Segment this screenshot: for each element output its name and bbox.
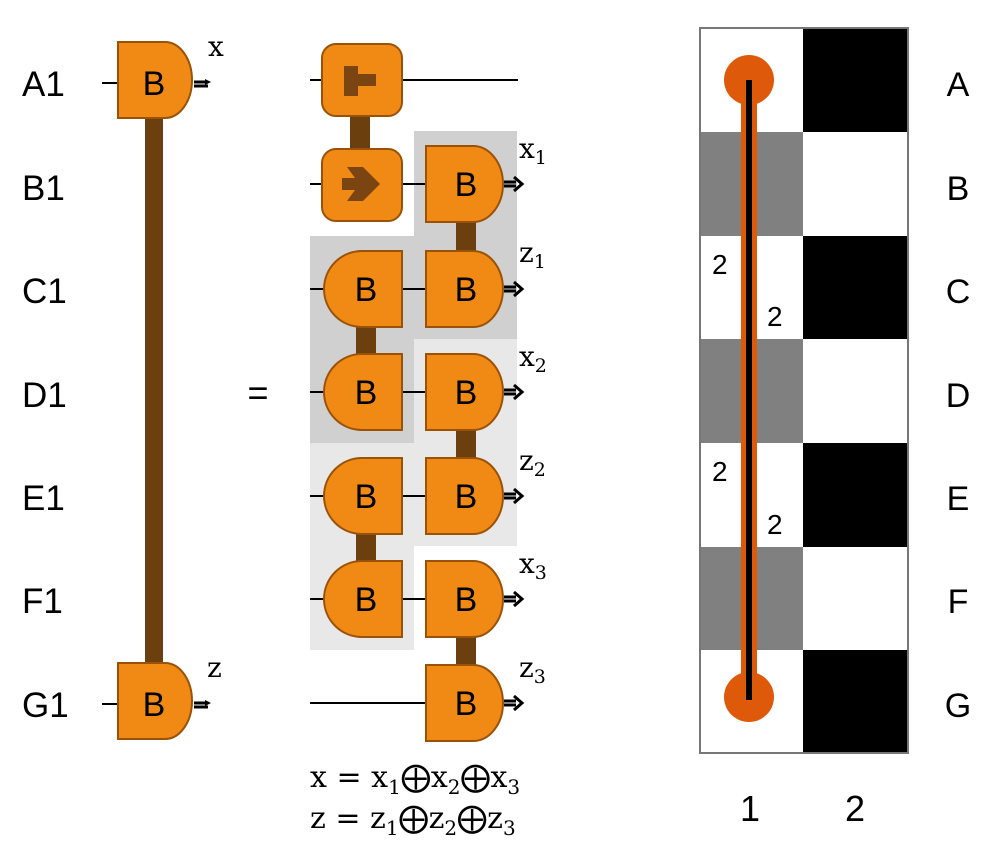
gate-label: B (355, 478, 378, 516)
column-label: 1 (740, 788, 760, 829)
gate-label: B (455, 166, 478, 204)
output-arrow-icon (504, 383, 525, 401)
output-arrow-icon (504, 694, 525, 712)
equations: x = x1⨁x2⨁x3 z = z1⨁z2⨁z3 (310, 760, 520, 840)
b-gate: B (323, 560, 403, 638)
row-label: A (947, 66, 970, 104)
cell (803, 339, 908, 443)
output-label-z: z (207, 651, 222, 684)
row-label: C (946, 273, 971, 311)
row-labels: A B C D E F G (945, 66, 971, 725)
b-gate: B (323, 353, 403, 431)
b-gate: B (425, 664, 525, 742)
gate-label: B (455, 271, 478, 309)
gate-label: B (455, 581, 478, 619)
weight-label: 2 (767, 301, 783, 332)
equation-z: z = z1⨁z2⨁z3 (310, 801, 516, 840)
left-circuit: B x B z (102, 30, 224, 740)
output-arrow-icon (504, 280, 525, 298)
row-label: B (947, 170, 970, 208)
link-bar (456, 422, 476, 462)
middle-output-labels: x1 z1 x2 z2 x3 z3 (519, 132, 547, 688)
column-label: 2 (845, 788, 865, 829)
b-gate: B (323, 457, 403, 535)
output-label: x1 (519, 132, 547, 169)
output-label: z2 (519, 444, 546, 481)
equation-x: x = x1⨁x2⨁x3 (310, 760, 520, 799)
edge-weights: 2 2 2 2 (712, 249, 783, 540)
b-gate: B (425, 560, 525, 638)
b-gate: B (425, 145, 525, 223)
gate-label: B (355, 374, 378, 412)
weight-label: 2 (767, 509, 783, 540)
cell (803, 28, 908, 132)
qubit-label: D1 (22, 376, 67, 415)
cell (803, 132, 908, 236)
t-marker-gate (321, 43, 403, 117)
gate-label: B (355, 581, 378, 619)
b-gate: B (425, 353, 525, 431)
gate-label: B (143, 65, 166, 103)
output-label: x3 (519, 547, 547, 584)
cell (803, 236, 908, 339)
qubit-label: F1 (22, 582, 63, 621)
output-label-x: x (208, 30, 224, 63)
b-gate: B (425, 250, 525, 328)
t-shaped-marker-icon (344, 66, 376, 96)
output-arrow-icon (504, 487, 525, 505)
link-bar (350, 112, 370, 152)
orange-path (724, 55, 774, 722)
arrow-gate (321, 148, 403, 222)
qubit-label: A1 (22, 65, 65, 104)
output-label: z1 (519, 236, 546, 273)
qubit-label: G1 (22, 686, 69, 725)
output-arrow-icon (504, 590, 525, 608)
checkerboard-grid (699, 27, 909, 754)
output-label: z3 (519, 651, 546, 688)
column-labels: 1 2 (740, 788, 865, 829)
output-label: x2 (519, 340, 547, 377)
measurement-gate: B (117, 41, 211, 119)
link-bar (456, 215, 476, 255)
cell (803, 650, 908, 753)
qubit-label: B1 (22, 169, 65, 208)
row-label: F (948, 583, 969, 621)
cell (803, 443, 908, 547)
qubit-label: C1 (22, 272, 67, 311)
b-gate: B (323, 250, 403, 328)
row-label: G (945, 687, 971, 725)
row-label: E (947, 480, 970, 518)
measurement-gate: B (117, 662, 211, 740)
qubit-labels: A1 B1 C1 D1 E1 F1 G1 (22, 65, 69, 725)
weight-label: 2 (712, 249, 728, 280)
output-arrow-icon (504, 175, 525, 193)
b-gate: B (425, 457, 525, 535)
gate-label: B (355, 271, 378, 309)
row-label: D (946, 377, 971, 415)
b-gate-group: B B B B B B B B B B (323, 145, 525, 742)
path-core (746, 80, 752, 700)
link-bar (145, 110, 163, 680)
qubit-label: E1 (22, 479, 65, 518)
gate-label: B (455, 374, 478, 412)
gate-label: B (455, 685, 478, 723)
gate-label: B (455, 478, 478, 516)
gate-label: B (143, 686, 166, 724)
arrow-chevron-icon (342, 167, 380, 201)
equals-sign: = (247, 372, 268, 413)
weight-label: 2 (712, 456, 728, 487)
cell (803, 547, 908, 650)
grid-border (699, 27, 909, 754)
